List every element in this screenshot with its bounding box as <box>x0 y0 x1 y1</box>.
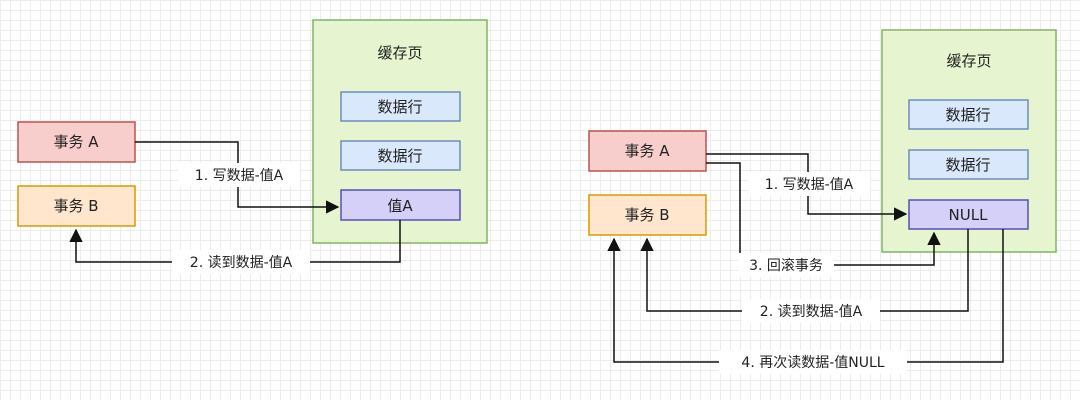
left-edge-write-label: 1. 写数据-值A <box>195 168 284 184</box>
right-null-row-label: NULL <box>949 206 989 224</box>
left-transaction-b-label: 事务 B <box>53 197 98 215</box>
right-transaction-a-label: 事务 A <box>624 142 670 160</box>
right-transaction-b-label: 事务 B <box>624 206 669 224</box>
right-cache-title: 缓存页 <box>946 52 991 70</box>
left-cache-title: 缓存页 <box>377 44 422 62</box>
right-edge-reread-label-bg <box>719 350 907 374</box>
left-data-row-2[interactable] <box>340 140 461 171</box>
left-diagram: 缓存页 数据行 数据行 值A 事务 A 事务 B 1. 写数据-值A 2. 读到… <box>17 19 488 274</box>
left-edge-write-label-bg <box>178 163 300 187</box>
left-transaction-a-label: 事务 A <box>53 133 99 151</box>
right-edge-read-label-bg <box>742 299 880 323</box>
left-value-row-label: 值A <box>387 197 413 215</box>
right-data-row-2[interactable] <box>908 149 1029 180</box>
right-edge-write-label-bg <box>748 172 870 196</box>
right-null-row[interactable] <box>908 199 1029 230</box>
left-transaction-b[interactable] <box>17 185 136 227</box>
right-edge-rollback-label-bg <box>738 253 834 277</box>
left-data-row-1[interactable] <box>340 91 461 122</box>
right-data-row-2-label: 数据行 <box>945 156 990 174</box>
right-edge-write-label: 1. 写数据-值A <box>765 177 854 193</box>
right-edge-read-label: 2. 读到数据-值A <box>760 303 863 320</box>
left-edge-read-label-bg <box>172 250 310 274</box>
left-value-row[interactable] <box>340 189 461 221</box>
right-edge-reread-label: 4. 再次读数据-值NULL <box>741 354 884 371</box>
right-transaction-b[interactable] <box>588 194 707 236</box>
right-transaction-a[interactable] <box>588 130 707 172</box>
left-transaction-a[interactable] <box>17 121 136 163</box>
right-data-row-1-label: 数据行 <box>945 106 990 124</box>
right-diagram: 缓存页 数据行 数据行 NULL 事务 A 事务 B 1. 写数据-值A 3. … <box>588 29 1057 374</box>
left-data-row-2-label: 数据行 <box>377 147 422 165</box>
left-edge-read-label: 2. 读到数据-值A <box>190 254 293 271</box>
left-data-row-1-label: 数据行 <box>377 98 422 116</box>
right-data-row-1[interactable] <box>908 99 1029 130</box>
right-edge-rollback-label: 3. 回滚事务 <box>749 257 823 274</box>
